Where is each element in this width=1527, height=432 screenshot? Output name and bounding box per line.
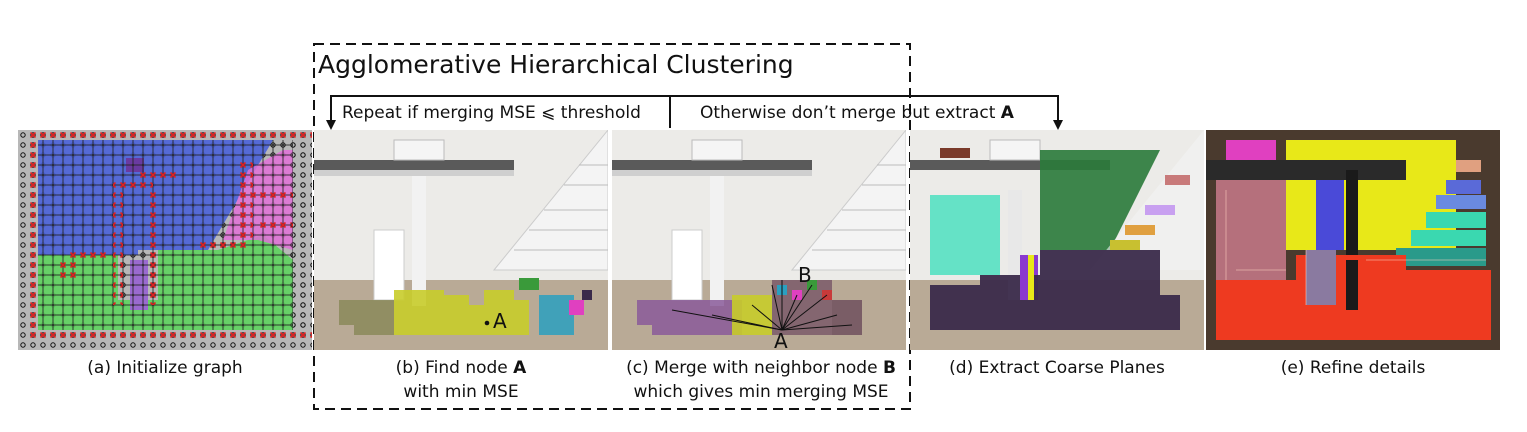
dark-floor-plane [930, 250, 1180, 330]
node-b-label: B [798, 263, 812, 287]
pink-wall-plane [1216, 180, 1286, 280]
panel-b-find-node: A [314, 130, 608, 350]
graph-grid-svg [18, 130, 312, 350]
repeat-arrow [330, 95, 671, 128]
caption-a: (a) Initialize graph [87, 358, 243, 378]
cyan-plane [930, 195, 1000, 275]
merge-edges [671, 280, 853, 331]
panel-d-coarse-planes [910, 130, 1204, 350]
caption-d: (d) Extract Coarse Planes [949, 358, 1165, 378]
panel-c-merge: A B [612, 130, 906, 350]
clustering-title: Agglomerative Hierarchical Clustering [318, 50, 794, 79]
boundary-x-marks [28, 130, 312, 340]
extract-label: Otherwise don’t merge but extract A [700, 103, 1014, 123]
dark-green-plane [1040, 150, 1160, 250]
desk-leg [412, 176, 426, 306]
node-a-label-c: A [774, 329, 788, 350]
node-a-label-b: A [493, 309, 507, 333]
panel-a-graph [18, 130, 312, 350]
caption-e: (e) Refine details [1280, 358, 1426, 378]
panel-e-refined [1206, 130, 1500, 350]
olive-node-region [394, 290, 529, 335]
purple-node-region [339, 300, 394, 335]
clustering-dashed-box [313, 43, 911, 410]
extract-arrow [670, 95, 1059, 126]
desk-top [314, 160, 514, 170]
caption-c: (c) Merge with neighbor node B which giv… [626, 358, 896, 402]
repeat-label: Repeat if merging MSE ⩽ threshold [342, 103, 641, 123]
caption-b: (b) Find node A with min MSE [395, 358, 527, 402]
